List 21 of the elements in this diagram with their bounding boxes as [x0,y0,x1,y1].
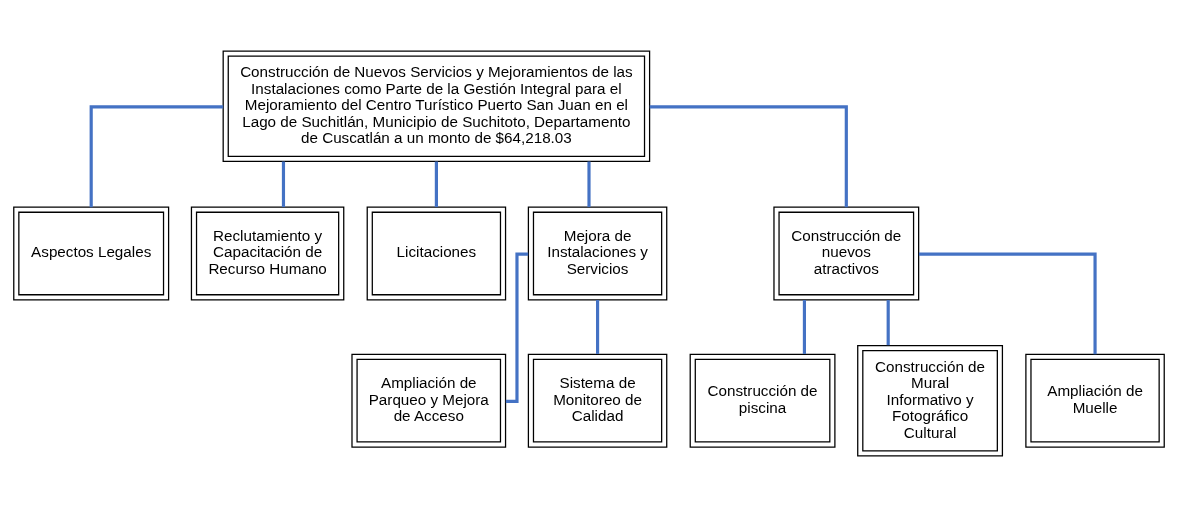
connector [434,161,438,208]
node-box: Aspectos Legales [13,206,170,301]
connector [886,300,890,346]
connector [281,161,286,208]
node-box: Construcción de Nuevos Servicios y Mejoramientos de las Instalaciones como Parte de la Gestión Integral para el Mejoramiento del Centro Turístico Puerto San Juan en el Lago de Suchitlán, Municipio de Suchitoto, Departamento de Cuscatlán a un monto de $64,218.03 [222,50,651,163]
connector [587,161,591,208]
node-box: Licitaciones [366,206,507,301]
node-box: Reclutamiento y Capacitación de Recurso Humano [190,206,345,301]
connector [505,252,529,403]
node-box: Mejora de Instalaciones y Servicios [527,206,668,301]
node-box: Construcción de piscina [689,353,836,448]
node-box: Ampliación de Parqueo y Mejora de Acceso [351,353,507,448]
node-box: Ampliación de Muelle [1025,353,1165,448]
node-box: Construcción de Mural Informativo y Fotográfico Cultural [857,344,1004,457]
node-box: Sistema de Monitoreo de Calidad [527,353,668,448]
connector [918,252,1097,355]
connector [802,300,806,354]
connector [89,105,224,208]
connector [649,105,848,208]
connector [596,300,600,354]
node-box: Construcción de nuevos atractivos [773,206,920,301]
